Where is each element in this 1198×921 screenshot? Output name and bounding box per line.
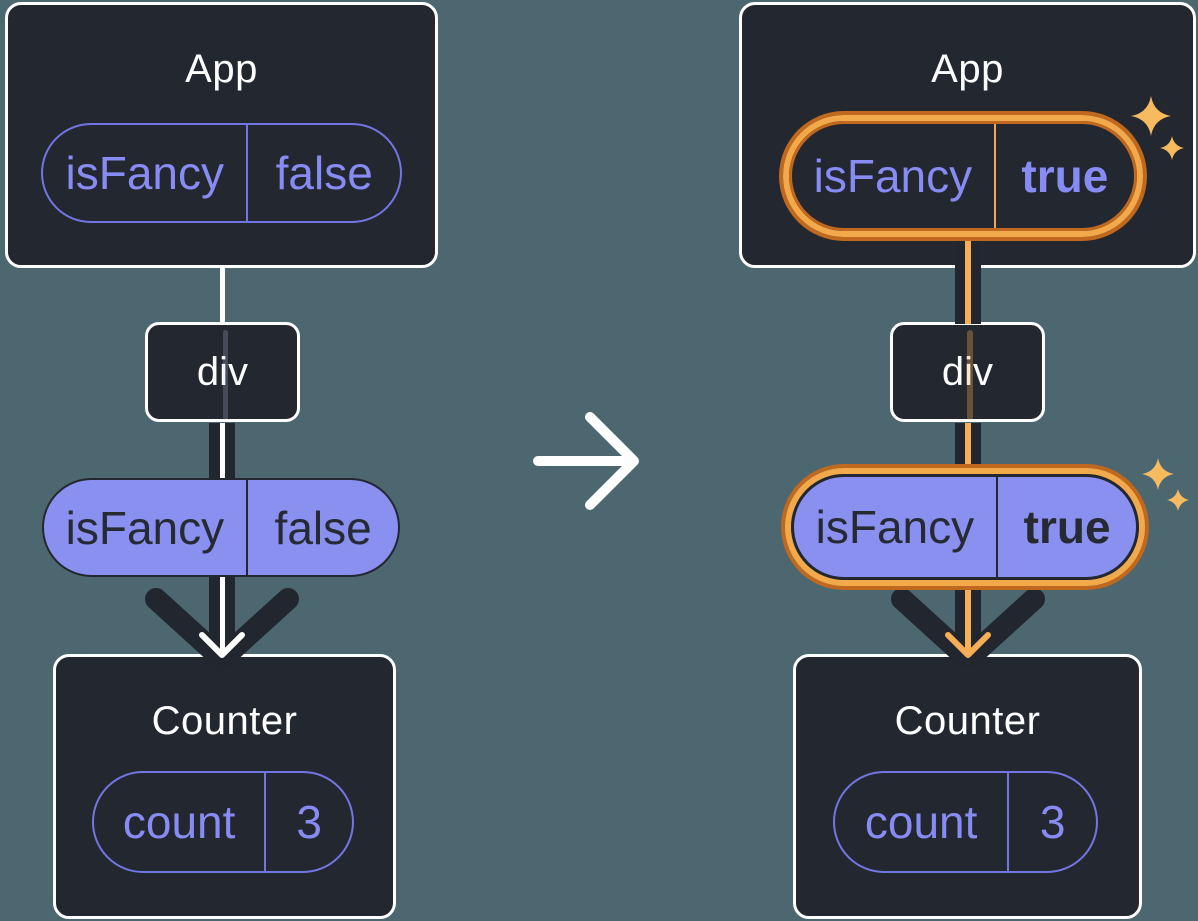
div-node-label: div — [196, 350, 249, 394]
tree-edge-app-div — [220, 268, 225, 324]
state-label: isFancy — [813, 150, 973, 202]
prop-thread-orange — [965, 584, 971, 654]
prop-thread-orange — [965, 423, 971, 480]
small-arrowhead-icon — [945, 632, 991, 658]
prop-value: true — [1023, 501, 1111, 553]
state-value: 3 — [296, 796, 322, 848]
prop-thread-faint — [223, 330, 228, 420]
component-title: App — [185, 47, 258, 91]
tree-edge-prop-counter — [220, 575, 225, 653]
div-node-label: div — [941, 350, 994, 394]
pill-divider — [993, 124, 996, 228]
state-label: count — [864, 796, 978, 848]
pill-divider — [246, 125, 249, 221]
state-label: isFancy — [65, 147, 224, 199]
prop-label: isFancy — [815, 501, 975, 553]
pill-divider — [264, 773, 267, 871]
prop-thread-faint — [967, 330, 973, 420]
div-node-box-before: div — [145, 322, 300, 422]
state-value: true — [1021, 150, 1109, 202]
prop-label: isFancy — [65, 501, 225, 554]
prop-value: false — [274, 501, 372, 554]
component-title: App — [931, 47, 1004, 91]
prop-pill-isfancy-after: isFancy true — [791, 474, 1139, 580]
pill-divider — [1007, 773, 1010, 871]
prop-thread-orange — [965, 235, 971, 324]
prop-pill-isfancy-after-highlight: isFancy true — [785, 468, 1145, 586]
right-arrow-icon — [533, 412, 639, 510]
state-pill-isfancy-after: isFancy true — [789, 121, 1137, 231]
prop-pill-isfancy-before: isFancy false — [42, 478, 400, 577]
state-label: count — [122, 796, 236, 848]
state-pill-count-after: count 3 — [833, 771, 1098, 873]
state-value: false — [275, 147, 373, 199]
component-title: Counter — [894, 699, 1041, 743]
sparkle-icon — [1131, 96, 1184, 160]
state-pill-isfancy-after-highlight: isFancy true — [783, 115, 1143, 237]
big-arrowhead-icon — [891, 588, 1045, 670]
state-value: 3 — [1039, 796, 1066, 848]
pill-divider — [995, 477, 999, 577]
component-title: Counter — [151, 699, 298, 743]
tree-edge-div-prop — [220, 423, 225, 480]
state-pill-isfancy-before: isFancy false — [41, 123, 402, 223]
div-node-box-after: div — [890, 322, 1045, 422]
state-pill-count-before: count 3 — [92, 771, 354, 873]
big-arrowhead-icon — [145, 588, 299, 670]
sparkle-icon — [1142, 458, 1189, 511]
pill-divider — [245, 480, 249, 575]
small-arrowhead-icon — [199, 632, 245, 658]
